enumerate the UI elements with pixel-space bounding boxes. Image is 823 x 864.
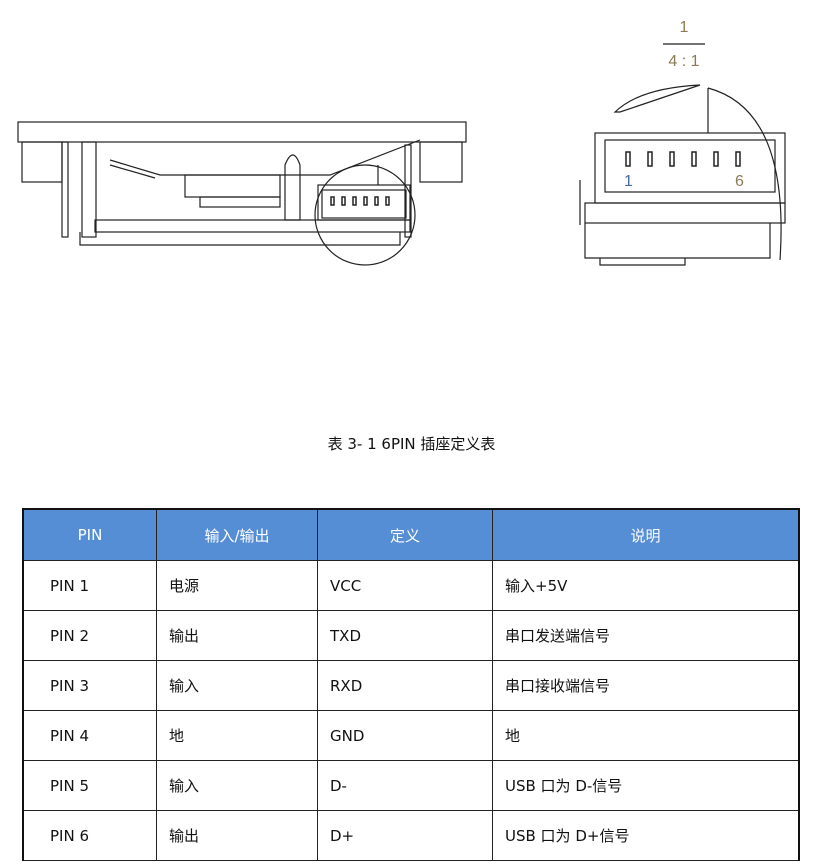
cell-io: 电源 (156, 560, 318, 611)
cell-pin: PIN 4 (22, 710, 157, 761)
cell-definition: D- (317, 760, 493, 811)
cell-pin: PIN 3 (22, 660, 157, 711)
cell-description: USB 口为 D+信号 (492, 810, 800, 861)
cell-description: USB 口为 D-信号 (492, 760, 800, 811)
cell-io: 输入 (156, 760, 318, 811)
pin-slots (330, 151, 741, 206)
header-io: 输入/输出 (156, 508, 318, 561)
header-pin: PIN (22, 508, 157, 561)
cell-definition: D+ (317, 810, 493, 861)
connector-drawing: 1 4 : 1 1 6 (17, 19, 786, 266)
table-header-row: PIN 输入/输出 定义 说明 (22, 508, 800, 561)
cell-io: 输出 (156, 810, 318, 861)
cell-pin: PIN 2 (22, 610, 157, 661)
cell-description: 串口发送端信号 (492, 610, 800, 661)
detail-view (579, 43, 786, 266)
scale-denominator: 4 : 1 (668, 53, 699, 70)
cell-description: 地 (492, 710, 800, 761)
cell-definition: RXD (317, 660, 493, 711)
table-caption: 表 3- 1 6PIN 插座定义表 (327, 435, 496, 453)
pin-label-first: 1 (624, 173, 633, 190)
cell-description: 输入+5V (492, 560, 800, 611)
cell-io: 输出 (156, 610, 318, 661)
cell-definition: VCC (317, 560, 493, 611)
cell-pin: PIN 5 (22, 760, 157, 811)
header-definition: 定义 (317, 508, 493, 561)
cell-io: 输入 (156, 660, 318, 711)
scale-numerator: 1 (680, 19, 689, 36)
side-view (17, 121, 467, 266)
header-description: 说明 (492, 508, 800, 561)
cell-definition: TXD (317, 610, 493, 661)
pin-label-last: 6 (735, 173, 744, 190)
cell-description: 串口接收端信号 (492, 660, 800, 711)
cell-pin: PIN 1 (22, 560, 157, 611)
cell-io: 地 (156, 710, 318, 761)
cell-definition: GND (317, 710, 493, 761)
cell-pin: PIN 6 (22, 810, 157, 861)
